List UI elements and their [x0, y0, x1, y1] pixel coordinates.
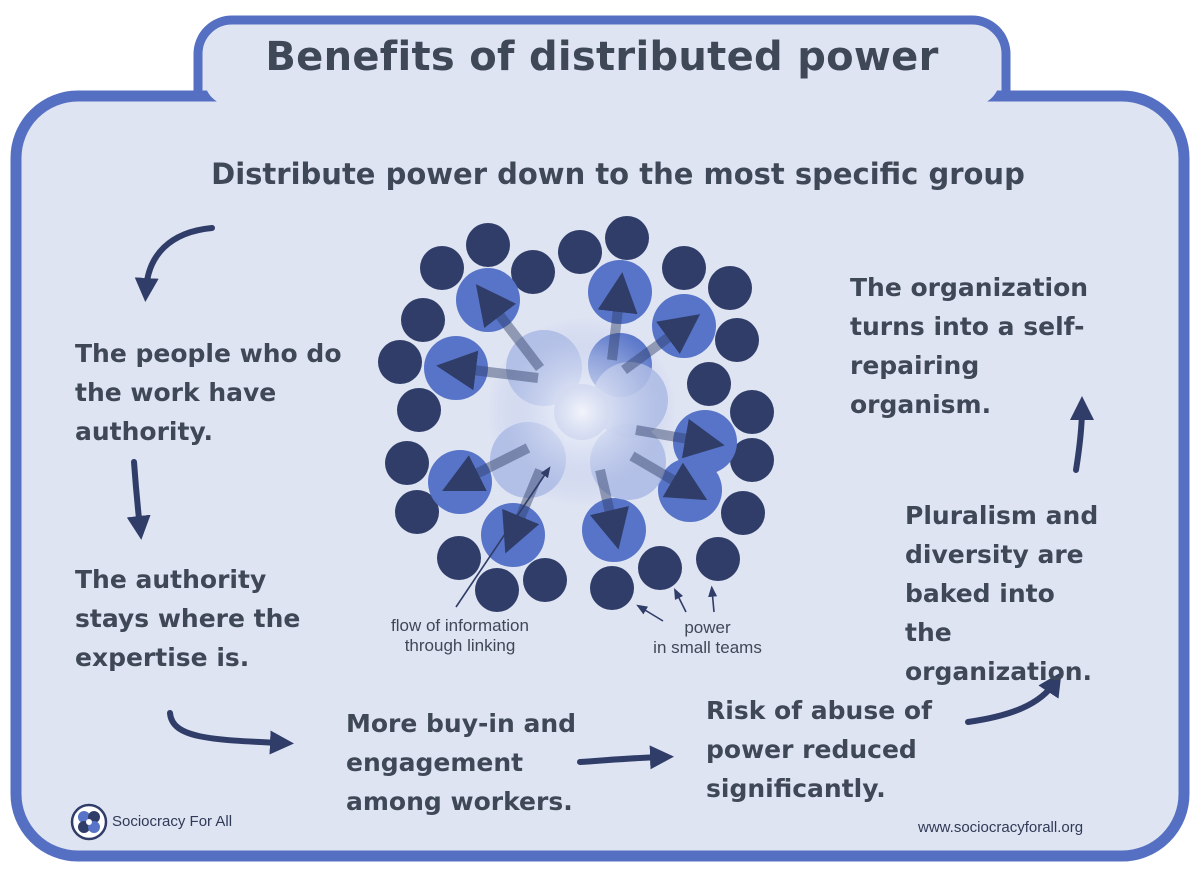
person-circle	[401, 298, 445, 342]
arrow-people-to-authority-icon	[126, 459, 151, 540]
statement-buy-in: More buy-in and engagement among workers…	[346, 709, 577, 816]
person-circle	[397, 388, 441, 432]
person-circle	[730, 390, 774, 434]
person-circle	[605, 216, 649, 260]
team-circles-cluster	[378, 216, 774, 612]
flow-annotation: flow of information through linking	[360, 616, 560, 656]
person-circle	[730, 438, 774, 482]
person-circle	[395, 490, 439, 534]
power-flow-arrow	[621, 314, 701, 375]
person-circle	[385, 441, 429, 485]
center-glow	[487, 317, 677, 507]
arrow-pluralism-to-self-repair-icon	[1069, 396, 1094, 473]
person-circle	[708, 266, 752, 310]
person-circle	[687, 362, 731, 406]
person-circle	[590, 566, 634, 610]
power-flow-arrow	[597, 272, 638, 361]
power-annotation: power in small teams	[625, 618, 790, 658]
flow-annotation-line1: flow of information	[391, 616, 529, 635]
flow-pointer-line	[455, 466, 551, 608]
person-circle	[638, 546, 682, 590]
person-circle	[558, 230, 602, 274]
person-circle	[715, 318, 759, 362]
power-flow-arrow	[475, 284, 544, 372]
power-annotation-line1: power	[684, 618, 731, 637]
arrow-risk-to-pluralism-icon	[965, 671, 1062, 725]
page-title: Benefits of distributed power	[265, 34, 939, 80]
person-circle	[437, 536, 481, 580]
statement-risk-abuse: Risk of abuse of power reduced significa…	[706, 696, 932, 803]
sociocracy-logo-icon	[70, 803, 108, 841]
arrow-buyin-to-risk-icon	[577, 745, 674, 770]
statement-people-authority: The people who do the work have authorit…	[75, 339, 342, 446]
power-flow-arrow	[629, 451, 708, 501]
power-flow-arrow	[436, 350, 539, 391]
subtitle: Distribute power down to the most specif…	[211, 157, 1025, 191]
statement-pluralism: Pluralism and diversity are baked into t…	[905, 501, 1099, 686]
statement-self-repairing: The organization turns into a self-repai…	[850, 273, 1089, 419]
flow-arrows	[126, 225, 1094, 770]
power-flow-arrow	[635, 418, 725, 459]
person-circle	[511, 250, 555, 294]
power-pointer-line-2	[673, 587, 687, 613]
person-circle	[378, 340, 422, 384]
person-circle	[721, 491, 765, 535]
power-annotation-line2: in small teams	[653, 638, 762, 657]
power-pointer-line-3	[708, 585, 718, 613]
person-circle	[662, 246, 706, 290]
person-circle	[475, 568, 519, 612]
arrow-subtitle-to-people-icon	[134, 225, 215, 302]
footer-url[interactable]: www.sociocracyforall.org	[918, 819, 1084, 836]
power-flow-arrow	[442, 443, 531, 491]
footer-brand: Sociocracy For All	[112, 813, 233, 830]
power-flow-arrow	[589, 468, 629, 550]
person-circle	[523, 558, 567, 602]
power-pointer-line-1	[636, 604, 664, 622]
statement-authority-expertise: The authority stays where the expertise …	[75, 565, 301, 672]
flow-annotation-line2: through linking	[404, 636, 516, 655]
arrow-authority-to-buyin-icon	[167, 710, 294, 755]
person-circle	[466, 223, 510, 267]
person-circle	[696, 537, 740, 581]
annotation-pointers	[455, 466, 718, 622]
person-circle	[420, 246, 464, 290]
